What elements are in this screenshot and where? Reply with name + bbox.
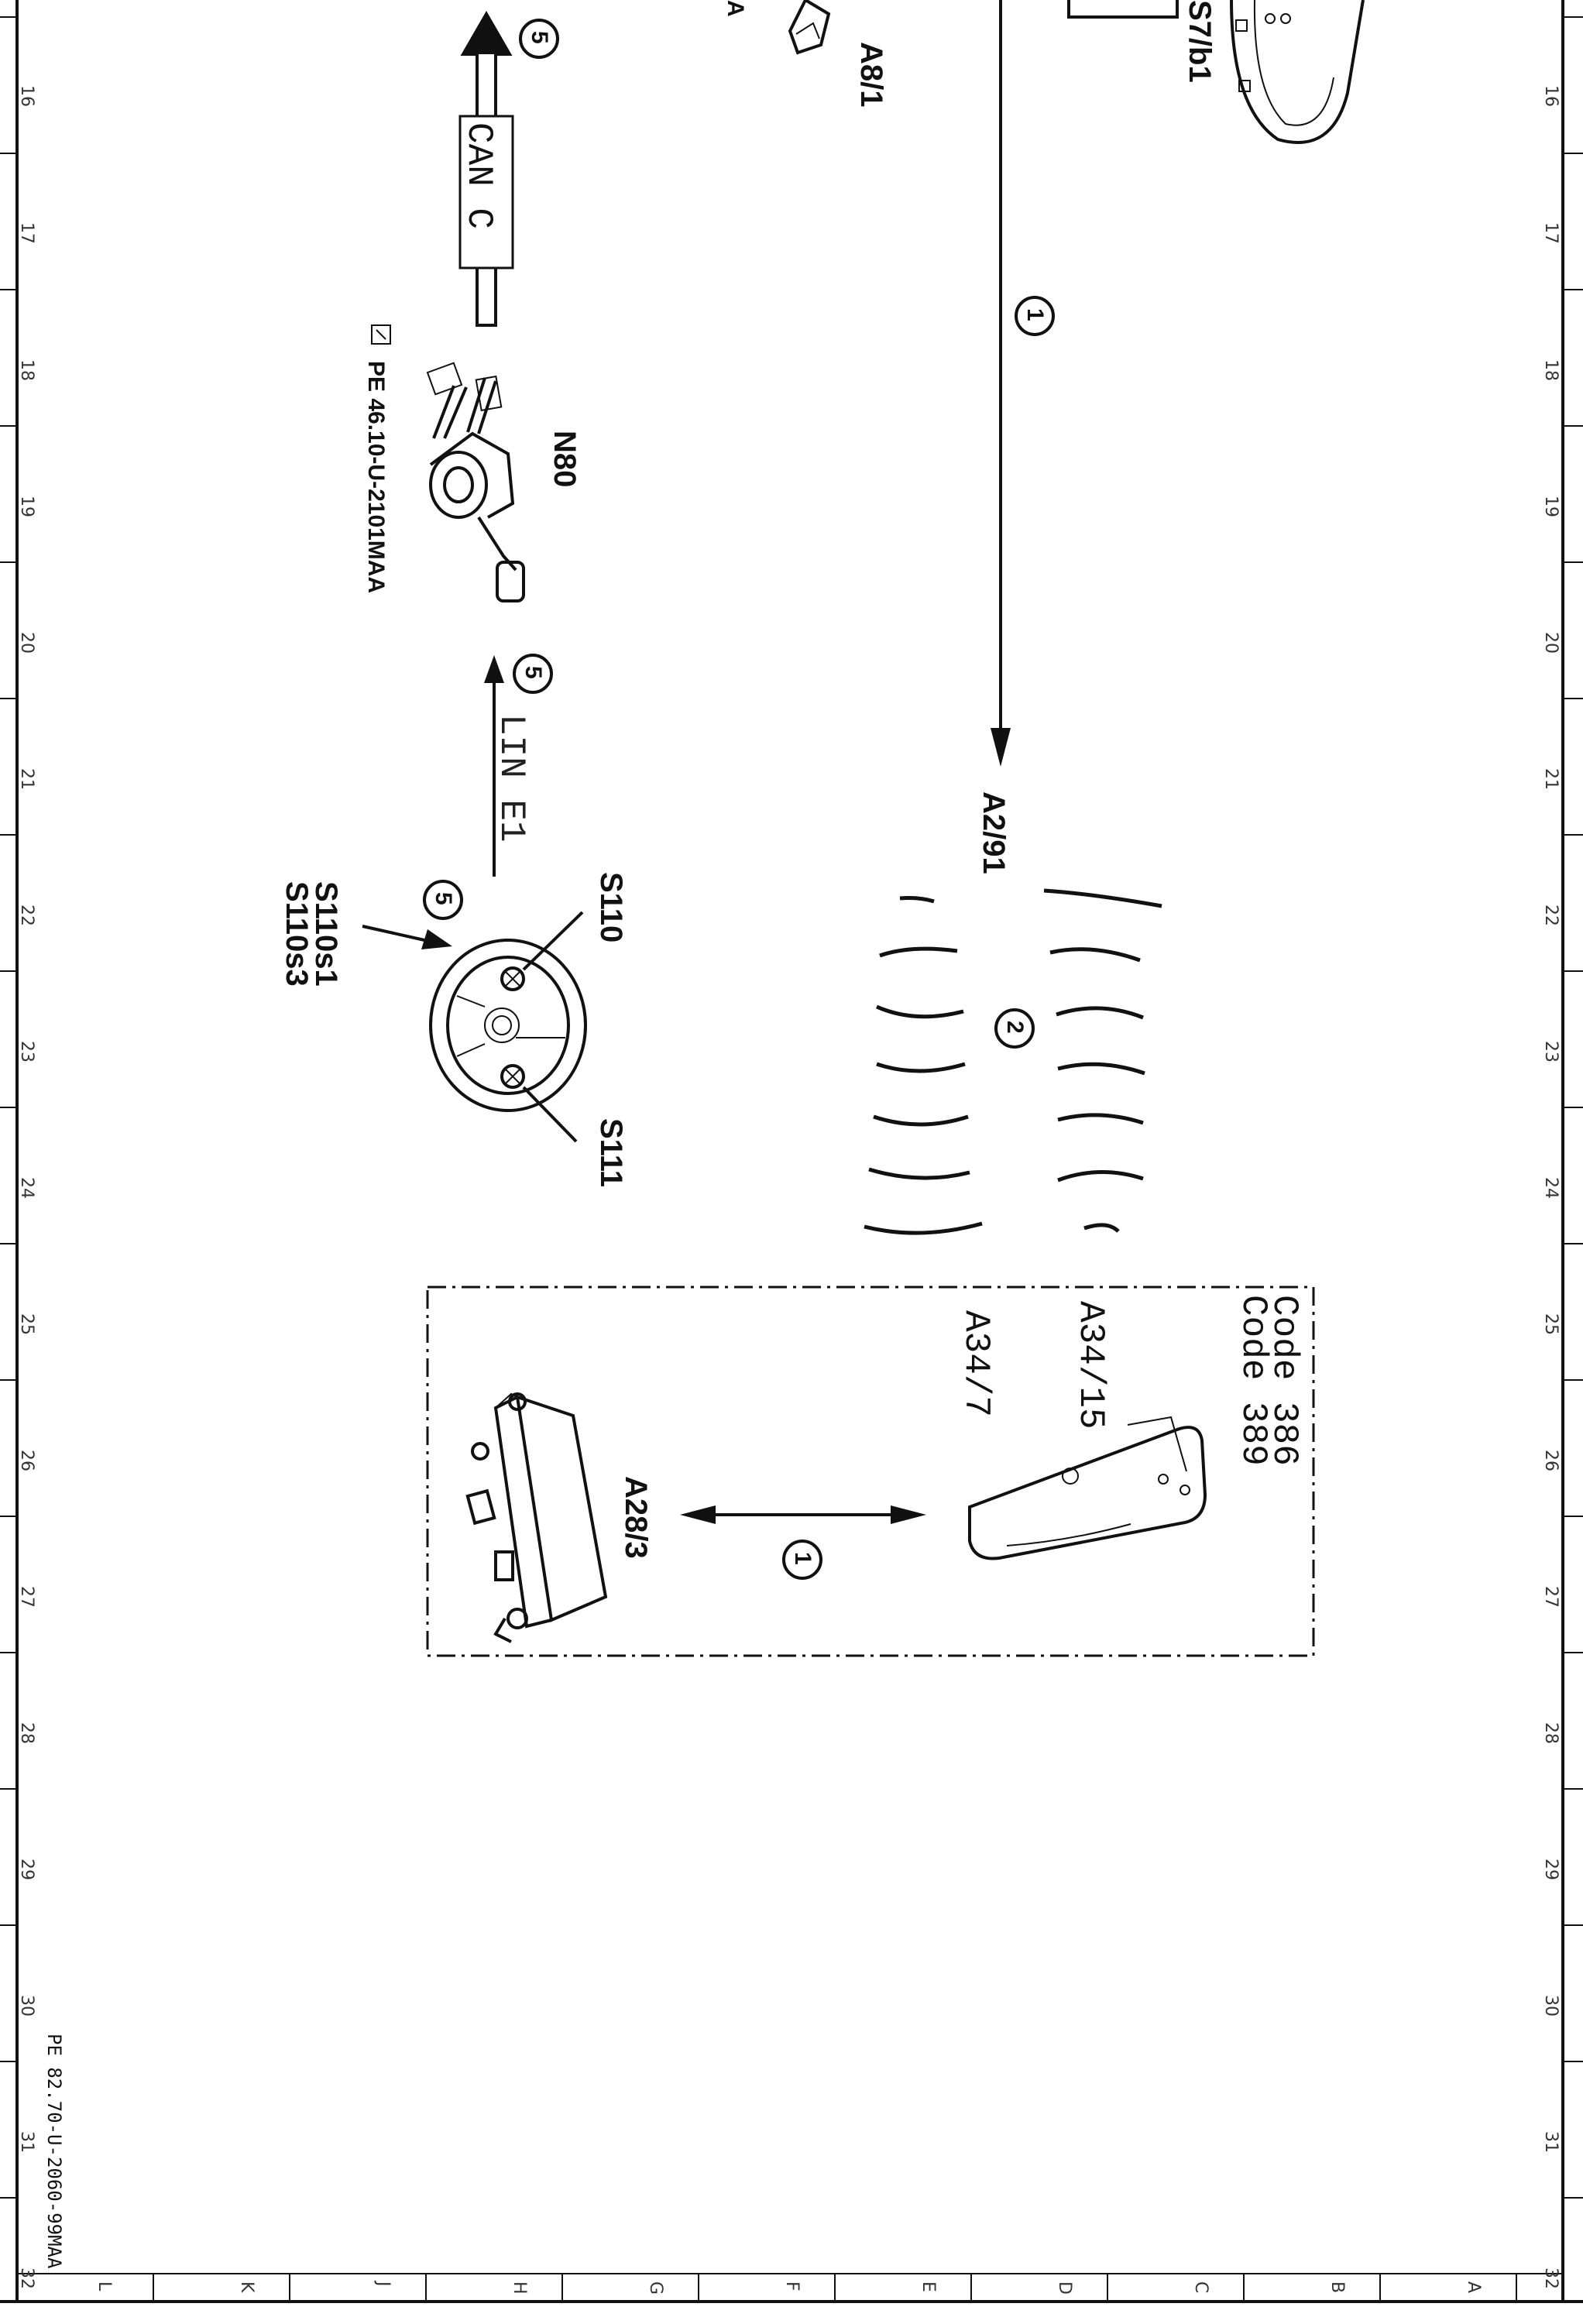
code-386-label: Code 386 (1264, 1295, 1304, 1466)
n80-reference-label: PE 46.10-U-2101MAA (363, 361, 389, 593)
marker-5-wheel-text: 5 (431, 892, 456, 905)
s7b1-component: S7/b1 (1067, 0, 1365, 144)
drawing-reference-number: PE 82.70-U-2060-99MAA (43, 2034, 65, 2269)
can-c-label: CAN C (458, 122, 499, 229)
marker-5-can-text: 5 (527, 31, 552, 44)
col-label-left-24: 24 (17, 1177, 36, 1199)
col-label-right-28: 28 (1541, 1722, 1561, 1744)
col-label-right-31: 31 (1541, 2131, 1561, 2153)
col-label-right-24: 24 (1541, 1177, 1561, 1199)
n80-label: N80 (548, 431, 582, 487)
n80-component: N80 (426, 362, 582, 602)
row-label-H: H (510, 2281, 529, 2295)
marker-5-lin: 5 (513, 654, 553, 694)
col-label-right-19: 19 (1541, 496, 1561, 517)
col-label-left-30: 30 (17, 1995, 36, 2017)
marker-2-waves-text: 2 (1002, 1021, 1028, 1034)
row-label-F: F (782, 2281, 802, 2291)
marker-5-can: 5 (519, 19, 559, 59)
row-label-E: E (919, 2281, 938, 2292)
partial-a-label: A (723, 0, 748, 17)
col-label-left-22: 22 (17, 905, 36, 926)
col-label-left-26: 26 (17, 1450, 36, 1471)
marker-1-line-text: 1 (1022, 308, 1048, 321)
row-label-A: A (1464, 2281, 1483, 2293)
lin-e1-label: LIN E1 (491, 714, 531, 843)
col-label-right-23: 23 (1541, 1041, 1561, 1062)
code-386-389-box: Code 386 Code 389 A34/15 A34/7 (426, 1286, 1315, 1657)
s110s3-label: S110s3 (280, 881, 314, 987)
a28-3-component: A28/3 (465, 1392, 653, 1643)
col-label-left-25: 25 (17, 1313, 36, 1335)
col-label-left-17: 17 (17, 222, 36, 244)
lin-e1-bus: LIN E1 (484, 655, 531, 877)
steering-wheel-component: S110 S111 S110s1 S110s3 (280, 872, 628, 1187)
pointing-hand-icon (371, 324, 391, 345)
row-label-D: D (1055, 2281, 1074, 2295)
col-label-left-20: 20 (17, 632, 36, 654)
row-label-L: L (94, 2281, 114, 2291)
a28-a34-link (680, 1505, 926, 1524)
a8-1-label: A8/1 (854, 42, 888, 108)
col-label-right-27: 27 (1541, 1586, 1561, 1608)
marker-5-lin-text: 5 (520, 666, 546, 679)
a28-3-label: A28/3 (619, 1476, 653, 1559)
row-grid-ticks (153, 2274, 1517, 2302)
can-c-bus: CAN C (458, 10, 514, 327)
a2-91-label: A2/91 (977, 791, 1011, 874)
row-letter-labels: L K J H G F E D C B A (94, 2280, 1483, 2295)
col-label-right-21: 21 (1541, 768, 1561, 790)
col-label-right-29: 29 (1541, 1859, 1561, 1880)
a34-component (968, 1416, 1207, 1560)
col-label-left-16: 16 (17, 85, 36, 107)
marker-1-link: 1 (782, 1540, 822, 1580)
col-label-right-25: 25 (1541, 1313, 1561, 1335)
radio-wave-symbol (864, 888, 1162, 1235)
n80-reference: PE 46.10-U-2101MAA (363, 324, 391, 593)
row-label-J: J (373, 2280, 393, 2287)
col-label-left-18: 18 (17, 359, 36, 381)
col-label-right-17: 17 (1541, 222, 1561, 244)
s110s1-label: S110s1 (309, 881, 343, 987)
col-label-right-32: 32 (1541, 2267, 1561, 2289)
col-label-right-22: 22 (1541, 905, 1561, 926)
col-label-right-18: 18 (1541, 359, 1561, 381)
s110-label: S110 (594, 872, 628, 942)
row-label-G: G (646, 2281, 665, 2295)
s7b1-label: S7/b1 (1183, 0, 1217, 83)
a2-91-signal-line (991, 0, 1011, 767)
a34-7-label: A34/7 (956, 1310, 996, 1417)
col-label-left-32: 32 (17, 2267, 36, 2289)
a34-15-label: A34/15 (1070, 1301, 1111, 1430)
col-label-right-20: 20 (1541, 632, 1561, 654)
col-label-right-16: 16 (1541, 85, 1561, 107)
row-label-C: C (1191, 2281, 1210, 2293)
column-grid-ticks (0, 16, 1583, 2199)
col-label-right-26: 26 (1541, 1450, 1561, 1471)
col-label-left-31: 31 (17, 2131, 36, 2153)
marker-1-line: 1 (1015, 296, 1055, 336)
a8-1-component: A8/1 A (723, 0, 888, 108)
col-label-left-28: 28 (17, 1722, 36, 1744)
col-label-left-19: 19 (17, 496, 36, 517)
marker-2-waves: 2 (994, 1008, 1035, 1049)
col-label-left-27: 27 (17, 1586, 36, 1608)
code-389-label: Code 389 (1233, 1295, 1273, 1466)
row-label-B: B (1327, 2281, 1347, 2293)
marker-5-wheel: 5 (423, 880, 463, 920)
column-number-labels: 16 17 18 19 20 21 22 23 24 25 26 27 28 2… (17, 85, 1561, 2289)
col-label-left-23: 23 (17, 1041, 36, 1062)
col-label-left-29: 29 (17, 1859, 36, 1880)
s111-label: S111 (594, 1118, 628, 1187)
col-label-right-30: 30 (1541, 1995, 1561, 2017)
marker-1-link-text: 1 (790, 1552, 816, 1565)
col-label-left-21: 21 (17, 768, 36, 790)
row-label-K: K (237, 2281, 256, 2293)
